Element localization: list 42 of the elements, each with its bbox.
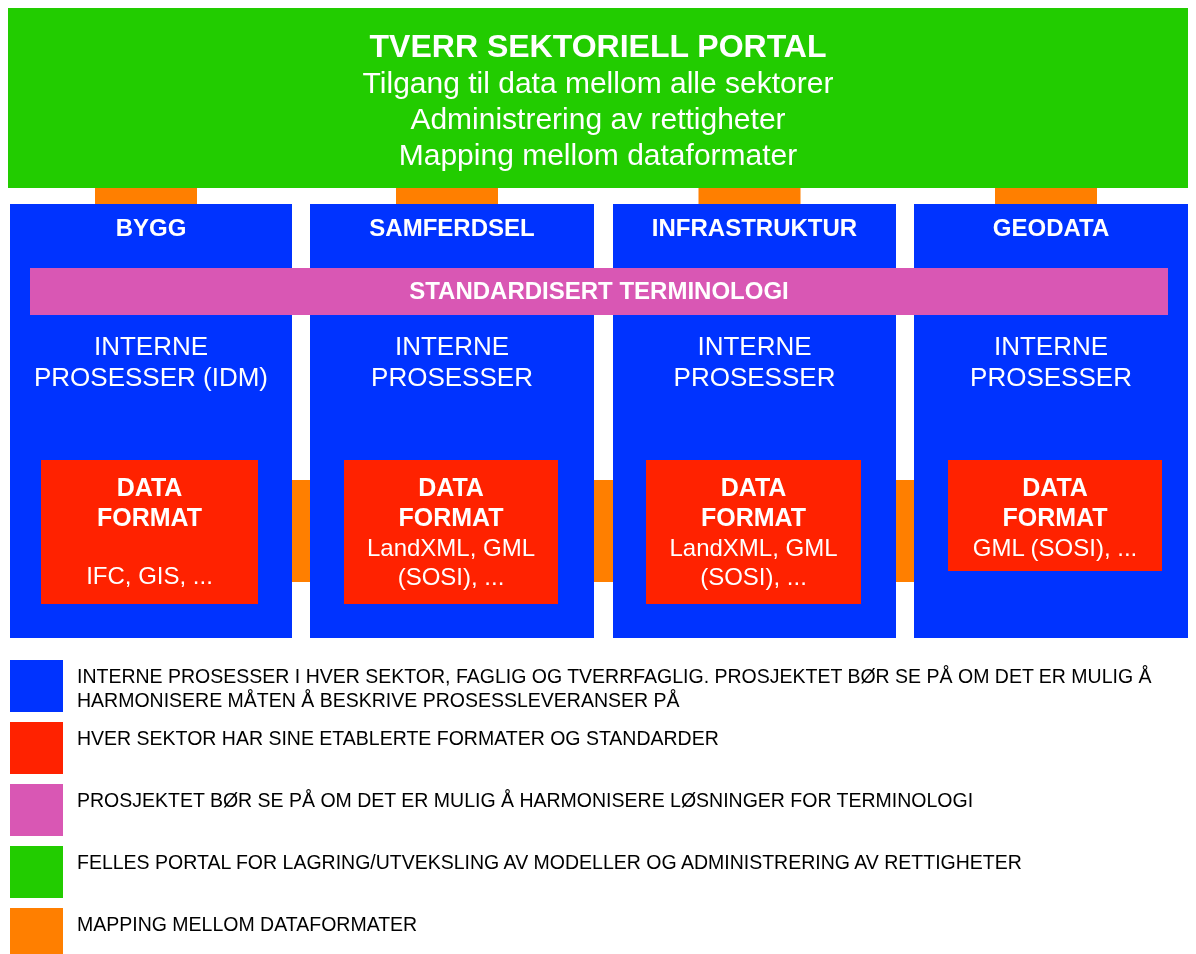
sector-column [613, 204, 896, 638]
portal-text: Tilgang til data mellom alle sektorer [361, 65, 835, 102]
data-format-box [344, 460, 558, 604]
portal-text: Administrering av rettigheter [409, 101, 787, 138]
process-text: INTERNE PROSESSER [672, 330, 837, 394]
mapping-connector [698, 188, 801, 204]
mapping-connector [396, 188, 498, 204]
portal-box [8, 8, 1188, 188]
band-text: STANDARDISERT TERMINOLOGI [409, 277, 789, 306]
format-text: LandXML, GML (SOSI), ... [365, 534, 537, 592]
sector-title: GEODATA [992, 214, 1110, 243]
portal-text: Mapping mellom dataformater [397, 137, 799, 174]
sector-title: SAMFERDSEL [369, 214, 535, 243]
process-text: INTERNE PROSESSER [969, 330, 1133, 394]
legend-text: FELLES PORTAL FOR LAGRING/UTVEKSLING AV MODELLER OG ADMINISTRERING AV RETTIGHETER [77, 850, 1023, 875]
format-title: DATA FORMAT [95, 472, 204, 532]
data-format-box [646, 460, 861, 604]
process-text: INTERNE PROSESSER (IDM) [33, 330, 269, 394]
legend-text: HVER SEKTOR HAR SINE ETABLERTE FORMATER OG STANDARDER [77, 726, 720, 751]
sector-title: INFRASTRUKTUR [651, 214, 858, 243]
process-text: INTERNE PROSESSER [370, 330, 534, 394]
format-text: GML (SOSI), ... [971, 534, 1139, 563]
mapping-connector [292, 480, 310, 582]
data-format-box [41, 460, 258, 604]
legend-text: INTERNE PROSESSER I HVER SEKTOR, FAGLIG OG TVERRFAGLIG. PROSJEKTET BØR SE PÅ OM DET ER MULIG Å HARMONISERE MÅTEN Å BESKRIVE PROSESSLEVERANSER PÅ [77, 664, 1153, 713]
format-text: LandXML, GML (SOSI), ... [668, 534, 839, 592]
mapping-connector [896, 480, 914, 582]
legend-text: MAPPING MELLOM DATAFORMATER [77, 912, 419, 937]
mapping-connector [95, 188, 197, 204]
sector-column [914, 204, 1188, 638]
format-text: IFC, GIS, ... [85, 562, 214, 591]
mapping-connector [594, 480, 613, 582]
portal-title: TVERR SEKTORIELL PORTAL [369, 26, 827, 66]
format-title: DATA FORMAT [1001, 472, 1109, 532]
format-title: DATA FORMAT [699, 472, 808, 532]
sector-column [10, 204, 292, 638]
mapping-connector [995, 188, 1097, 204]
format-title: DATA FORMAT [397, 472, 505, 532]
data-format-box [948, 460, 1162, 571]
legend-text: PROSJEKTET BØR SE PÅ OM DET ER MULIG Å HARMONISERE LØSNINGER FOR TERMINOLOGI [77, 788, 975, 813]
terminology-band [30, 268, 1168, 315]
sector-title: BYGG [115, 214, 187, 243]
